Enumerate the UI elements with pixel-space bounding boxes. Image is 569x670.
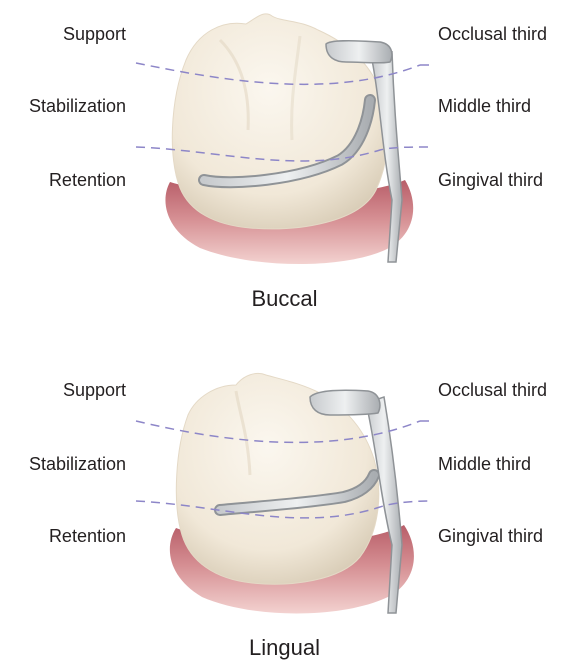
- occlusal-rest: [310, 390, 380, 415]
- label-occlusal-third: Occlusal third: [438, 24, 547, 44]
- lingual-panel: Support Stabilization Retention Occlusal…: [0, 335, 569, 670]
- buccal-tooth-illustration: [0, 0, 569, 335]
- label-gingival-third: Gingival third: [438, 526, 543, 546]
- label-middle-third: Middle third: [438, 454, 531, 474]
- view-title-lingual: Lingual: [0, 635, 569, 661]
- occlusal-rest: [326, 41, 392, 63]
- label-middle-third: Middle third: [438, 96, 531, 116]
- buccal-panel: Support Stabilization Retention Occlusal…: [0, 0, 569, 335]
- view-title-buccal: Buccal: [0, 286, 569, 312]
- label-stabilization: Stabilization: [29, 96, 126, 116]
- label-stabilization: Stabilization: [29, 454, 126, 474]
- label-support: Support: [63, 380, 126, 400]
- label-retention: Retention: [49, 170, 126, 190]
- label-occlusal-third: Occlusal third: [438, 380, 547, 400]
- label-gingival-third: Gingival third: [438, 170, 543, 190]
- label-support: Support: [63, 24, 126, 44]
- label-retention: Retention: [49, 526, 126, 546]
